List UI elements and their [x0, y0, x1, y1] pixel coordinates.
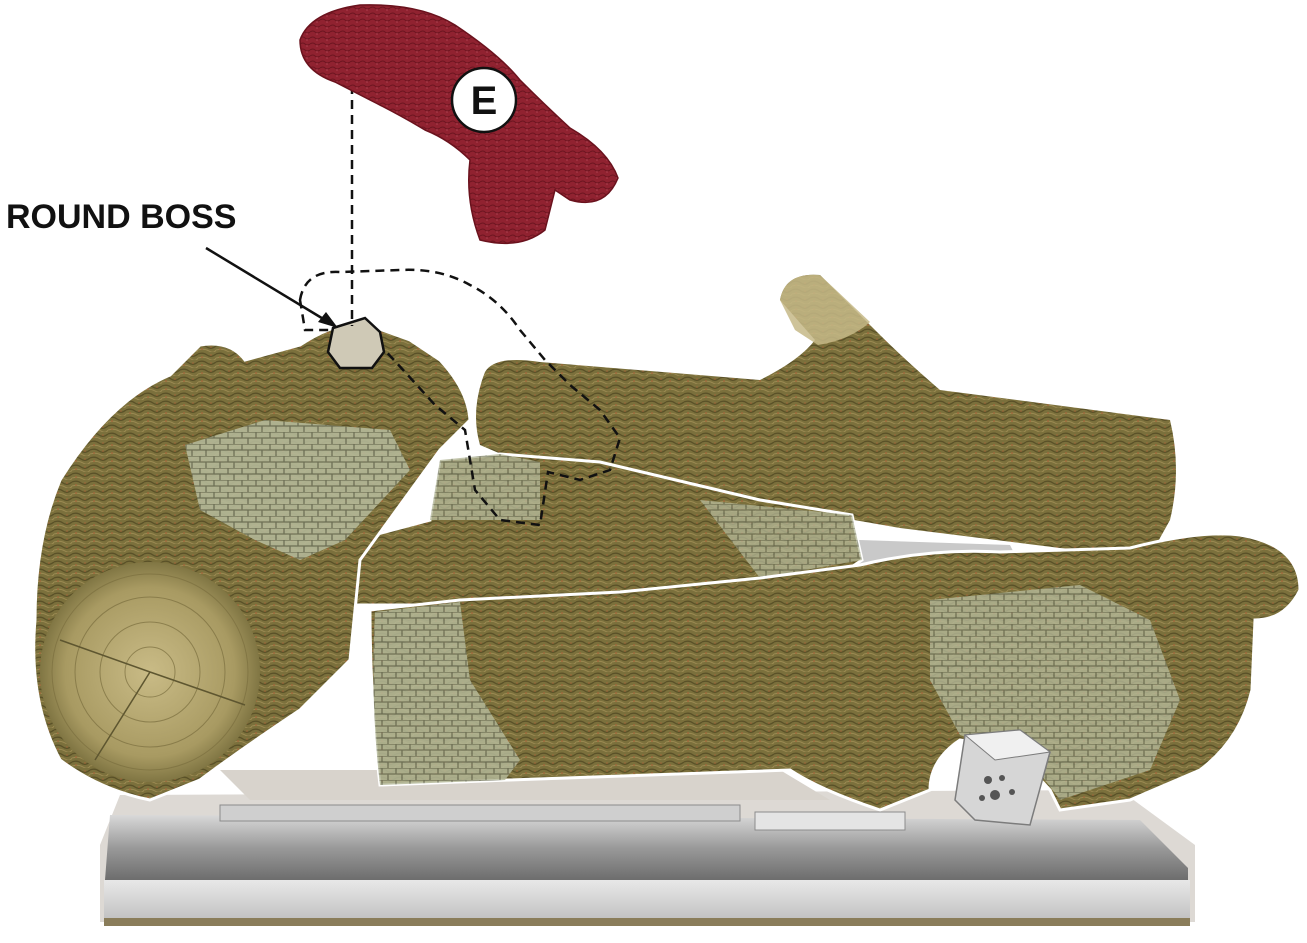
callout-leader: [206, 248, 338, 328]
log-e: [300, 5, 618, 244]
round-boss-label: ROUND BOSS: [6, 198, 236, 236]
part-marker-letter: E: [471, 79, 498, 123]
part-marker-e: E: [452, 68, 516, 132]
